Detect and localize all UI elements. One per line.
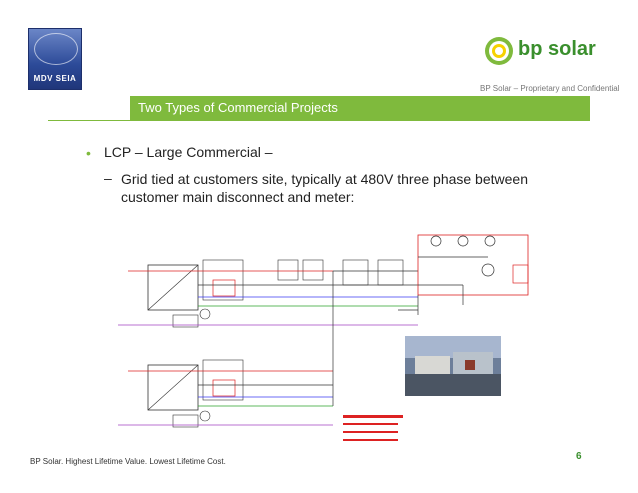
- sub-bullet-dash: –: [104, 170, 112, 186]
- installation-photo: [405, 336, 501, 396]
- bp-helios-icon: [485, 37, 513, 65]
- footer-tagline: BP Solar. Highest Lifetime Value. Lowest…: [30, 457, 226, 466]
- title-divider: [48, 120, 590, 121]
- sub-bullet-text: Grid tied at customers site, typically a…: [121, 171, 528, 205]
- logo-label: MDV SEIA: [33, 74, 77, 83]
- slide-title: Two Types of Commercial Projects: [138, 100, 338, 115]
- bullet-dot-icon: •: [86, 145, 91, 161]
- bullet-text: LCP – Large Commercial –: [104, 144, 273, 160]
- wiring-diagram: [118, 205, 536, 455]
- bp-solar-brand: bp solar: [518, 38, 596, 60]
- logo-ring-icon: [34, 33, 78, 65]
- title-bar: Two Types of Commercial Projects: [130, 96, 590, 120]
- confidentiality-note: BP Solar – Proprietary and Confidential: [480, 84, 620, 93]
- page-number: 6: [576, 451, 582, 462]
- mdv-seia-logo: MDV SEIA: [28, 28, 82, 90]
